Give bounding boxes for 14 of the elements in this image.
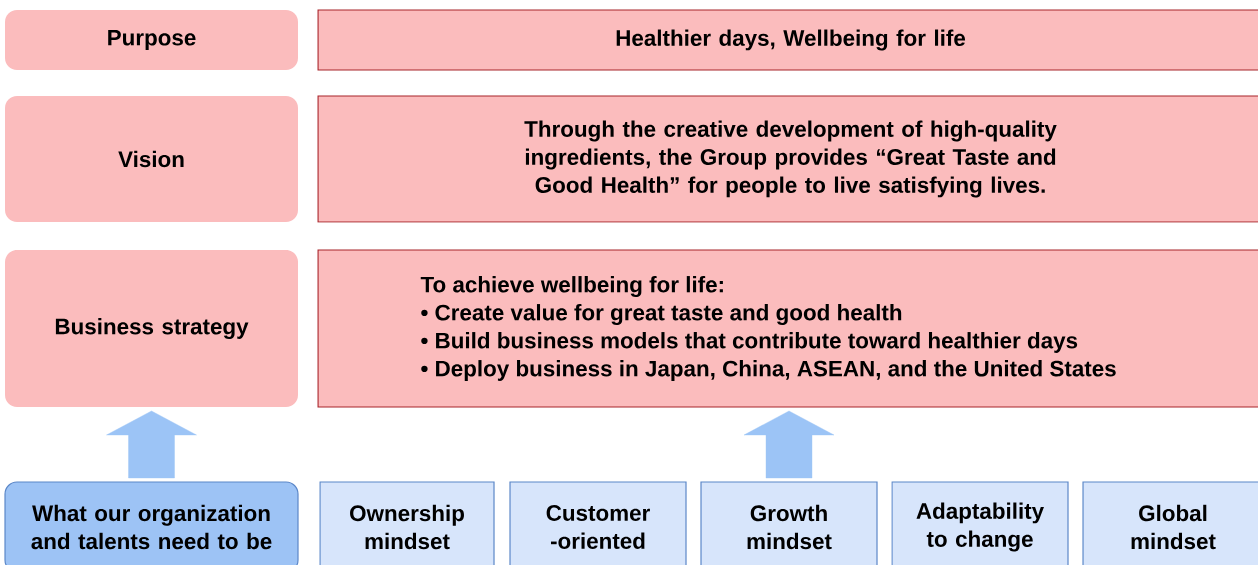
value-box: Growth mindset	[700, 481, 878, 565]
label-box: Business strategy	[5, 250, 298, 407]
content-box: Through the creative development of high-quality ingredients, the Group provides “Great Taste and Good Health” for people to live satisfying lives.	[317, 95, 1258, 223]
label-box: Purpose	[5, 10, 298, 70]
value-box: Customer -oriented	[509, 481, 687, 565]
value-box: Global mindset	[1082, 481, 1258, 565]
content-box: To achieve wellbeing for life: • Create value for great taste and good health • Build business models that contribute toward healthier days • Deploy business in Japan, China, ASEAN, and the United States	[317, 249, 1258, 408]
label-box: Vision	[5, 96, 298, 222]
value-box: Ownership mindset	[319, 481, 495, 565]
label-box: What our organization and talents need to be	[4, 481, 299, 565]
block-arrow	[106, 410, 197, 479]
content-box: Healthier days, Wellbeing for life	[317, 9, 1258, 71]
value-box: Adaptability to change	[891, 481, 1069, 565]
block-arrow	[743, 410, 835, 479]
